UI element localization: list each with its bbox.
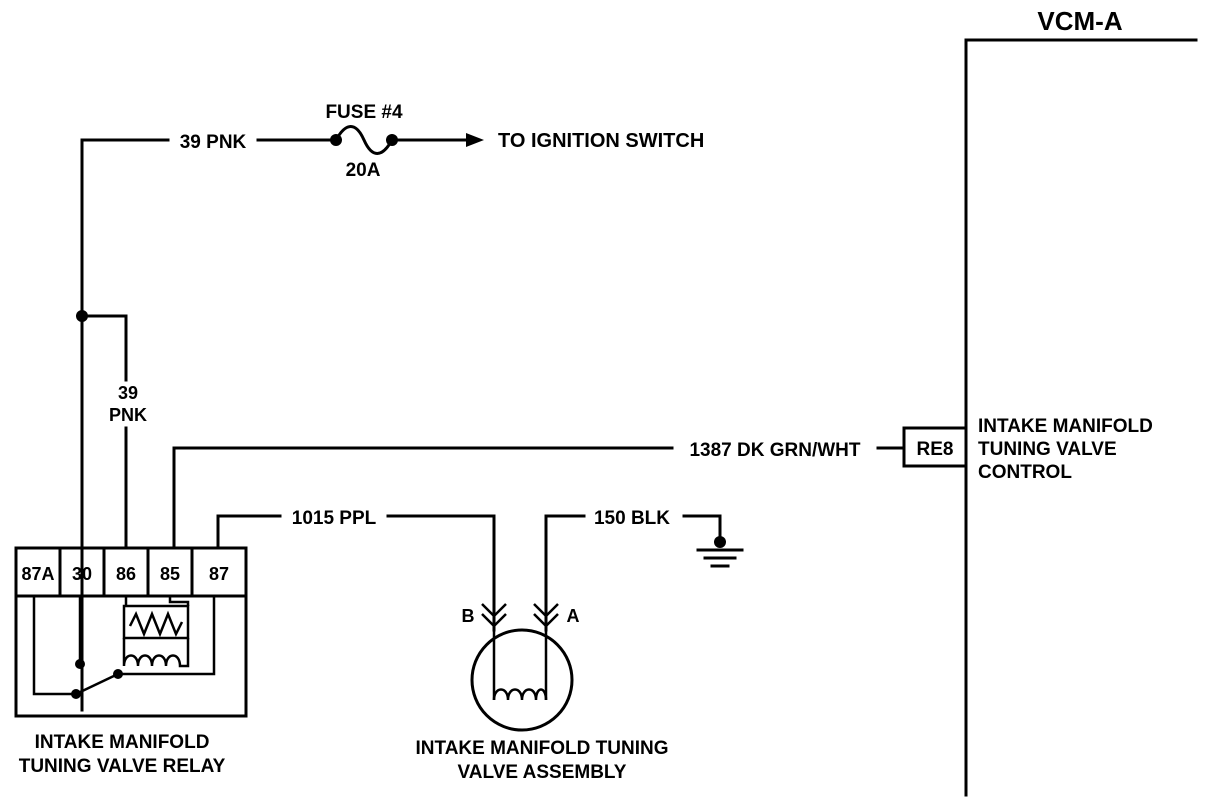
- valve-coil-icon: [492, 688, 548, 701]
- fuse-symbol: [333, 125, 395, 155]
- wire-1387-left: [172, 446, 674, 550]
- top-circuit: 39 PNK FUSE #4 20A TO IGNITION SWITCH: [80, 102, 704, 712]
- wire-150-left: [544, 514, 586, 632]
- valve-coil-leads: [492, 630, 548, 700]
- output-wire-label: 1015 PPL: [292, 508, 377, 529]
- ground-wire-label: 150 BLK: [594, 508, 670, 529]
- relay-pin-30: 30: [72, 564, 92, 584]
- valve-assembly: B A INTAKE MANIFOLD TUNING VALVE ASSEMBL…: [416, 606, 669, 783]
- wire-39-pnk-vertical: [80, 138, 170, 712]
- relay-85-coil-lead: [168, 596, 190, 606]
- ground-circuit: 150 BLK: [533, 508, 744, 632]
- branch-splice: 39 PNK: [76, 310, 147, 550]
- ground-node: [714, 536, 726, 548]
- control-wire-label: 1387 DK GRN/WHT: [689, 440, 860, 461]
- relay-coil-icon: [122, 638, 190, 668]
- relay-resistor-icon: [128, 610, 184, 638]
- connector-a-chevron-1: [533, 603, 559, 618]
- control-function-line3: CONTROL: [978, 462, 1072, 483]
- connector-b-chevron-1: [481, 603, 507, 618]
- vcm-title: VCM-A: [1037, 6, 1122, 36]
- valve-body: [470, 628, 574, 732]
- branch-wire-number: 39: [118, 383, 138, 403]
- relay-pin-87: 87: [209, 564, 229, 584]
- connector-a-chevron-2: [533, 613, 559, 628]
- relay: 87A 30 86 85 87 INTAKE MANIFOLD TUNING V…: [14, 546, 248, 777]
- fuse-rating: 20A: [346, 160, 381, 181]
- fuse-name: FUSE #4: [325, 102, 403, 123]
- connector-b-chevron-2: [481, 613, 507, 628]
- wire-1015-right: [386, 514, 496, 632]
- terminal-re8-label: RE8: [917, 439, 954, 460]
- relay-pin-87-box: [190, 546, 248, 598]
- relay-pin-86: 86: [116, 564, 136, 584]
- branch-wire-color: PNK: [109, 405, 147, 425]
- control-circuit: 1387 DK GRN/WHT RE8 INTAKE MANIFOLD TUNI…: [172, 416, 1153, 550]
- terminal-re8-box: [902, 426, 968, 468]
- relay-common-contact: [75, 659, 85, 669]
- relay-87a-contact-wire: [32, 596, 74, 696]
- output-circuit: 1015 PPL: [216, 508, 507, 632]
- control-function-line1: INTAKE MANIFOLD: [978, 416, 1153, 437]
- control-function-line2: TUNING VALVE: [978, 439, 1117, 460]
- vcm-module: VCM-A: [964, 6, 1198, 797]
- relay-name-line2: TUNING VALVE RELAY: [19, 756, 226, 777]
- wire-39-pnk-label: 39 PNK: [180, 132, 247, 153]
- wire-1015-left: [216, 514, 282, 550]
- arrow-right-icon: [466, 133, 484, 147]
- relay-name-line1: INTAKE MANIFOLD: [35, 732, 210, 753]
- valve-name-line2: VALVE ASSEMBLY: [458, 762, 627, 783]
- relay-resistor-box: [122, 604, 190, 640]
- relay-87-wire: [118, 596, 216, 676]
- relay-pin-85: 85: [160, 564, 180, 584]
- valve-pin-a: A: [567, 606, 580, 626]
- valve-pin-b: B: [462, 606, 475, 626]
- wire-150-right: [682, 514, 722, 544]
- relay-pin-row: 87A 30 86 85 87: [14, 546, 248, 598]
- relay-pin-87a: 87A: [21, 564, 54, 584]
- ignition-switch-label: TO IGNITION SWITCH: [498, 130, 704, 152]
- wire-branch-top: [80, 314, 128, 382]
- valve-name-line1: INTAKE MANIFOLD TUNING: [416, 738, 669, 759]
- relay-switch-arm: [75, 672, 119, 696]
